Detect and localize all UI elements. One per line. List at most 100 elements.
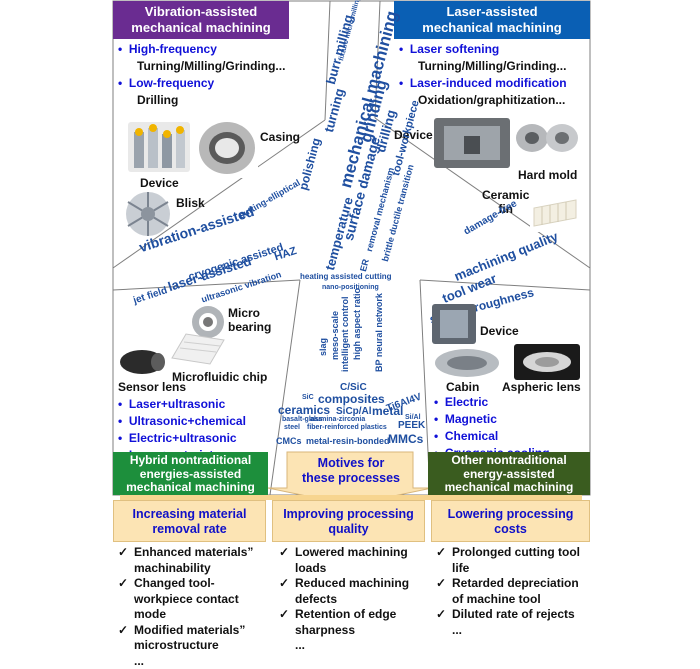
item-text: Retarded depreciation of machine tool — [452, 576, 579, 606]
check-icon: ✓ — [118, 623, 128, 639]
header-line: Other nontraditional — [428, 454, 590, 468]
other-device-photo — [432, 304, 476, 344]
header-line: Vibration-assisted — [113, 4, 289, 20]
check-icon: ✓ — [436, 576, 446, 592]
check-icon: ✓ — [279, 607, 289, 623]
item-detail: Turning/Milling/Grinding... — [399, 58, 567, 75]
item-label: Ultrasonic+chemical — [129, 414, 246, 428]
cloud-word: MMCs — [388, 432, 423, 446]
bullet: • — [118, 76, 122, 90]
micro-bearing-label: Micro bearing — [228, 306, 271, 334]
cabin-photo — [432, 346, 502, 380]
list-item: ✓ Prolonged cutting tool life — [436, 545, 590, 576]
list-item: ✓ Changed tool-workpiece contact mode — [118, 576, 266, 623]
item-detail: Drilling — [118, 92, 285, 109]
item-text: Diluted rate of rejects — [452, 607, 575, 621]
list-item: ... — [279, 638, 427, 654]
item-text: Lowered machining loads — [295, 545, 408, 575]
label-line: Micro — [228, 306, 271, 320]
sensor-lens-photo — [118, 344, 168, 380]
motive-list-quality: ✓ Lowered machining loads ✓ Reduced machin… — [279, 545, 427, 654]
check-icon: ✓ — [436, 545, 446, 561]
list-item: ... — [118, 654, 266, 669]
item-text: ... — [134, 654, 144, 668]
list-item: ✓ Lowered machining loads — [279, 545, 427, 576]
header-line: mechanical machining — [113, 20, 289, 36]
list-item: ✓Enhanced materials” machinability — [118, 545, 266, 576]
list-item: ✓ Reduced machining defects — [279, 576, 427, 607]
item-text: Enhanced materials” machinability — [134, 545, 253, 575]
cloud-word: ceramics — [278, 403, 330, 417]
header-line: Laser-assisted — [394, 4, 590, 20]
item-text: Reduced machining defects — [295, 576, 409, 606]
check-icon: ✓ — [279, 545, 289, 561]
label-line: bearing — [228, 320, 271, 334]
item-label: Electric+ultrasonic — [129, 431, 237, 445]
title-line: costs — [432, 522, 589, 537]
motive-list-mrr: ✓Enhanced materials” machinability ✓Chan… — [118, 545, 266, 669]
label-line: Ceramic — [482, 188, 529, 202]
list-item: ✓ Diluted rate of rejects — [436, 607, 590, 623]
label-line: these processes — [290, 471, 412, 486]
cabin-label: Cabin — [446, 380, 479, 394]
vibration-device-photo — [128, 122, 190, 172]
sensor-lens-label: Sensor lens — [118, 380, 186, 394]
cloud-word: slag — [318, 338, 328, 356]
bullet: • — [399, 76, 403, 90]
item-label: High-frequency — [129, 42, 217, 56]
item-detail: Turning/Milling/Grinding... — [118, 58, 285, 75]
device-label: Device — [140, 176, 179, 190]
cloud-word: steel — [284, 424, 300, 431]
bullet: • — [434, 395, 438, 409]
bullet: • — [118, 414, 122, 428]
bullet: • — [434, 412, 438, 426]
microfluidic-label: Microfluidic chip — [172, 370, 267, 384]
hard-mold-label: Hard mold — [518, 168, 577, 182]
aspheric-lens-photo — [514, 344, 580, 380]
list-item: ... — [436, 623, 590, 639]
item-label: Electric — [445, 395, 488, 409]
cloud-word: C/SiC — [340, 382, 367, 393]
cloud-word: BP neural network — [374, 293, 384, 372]
header-line: mechanical machining — [394, 20, 590, 36]
item-label: Laser-induced modification — [410, 76, 567, 90]
cloud-word: metal-resin-bonded — [306, 436, 390, 446]
hard-mold-photo — [514, 120, 580, 156]
cloud-word: basalt-glass — [282, 416, 322, 423]
check-icon: ✓ — [118, 576, 128, 592]
cloud-word: nano-positioning — [322, 284, 379, 291]
bullet: • — [118, 42, 122, 56]
header-line: mechanical machining — [113, 481, 268, 495]
check-icon: ✓ — [279, 576, 289, 592]
title-line: removal rate — [114, 522, 265, 537]
bullet: • — [118, 397, 122, 411]
laser-list: • Laser softening Turning/Milling/Grindi… — [399, 41, 567, 109]
laser-device-photo — [434, 118, 510, 168]
other-header: Other nontraditional energy-assisted mec… — [428, 452, 590, 495]
item-text: Prolonged cutting tool life — [452, 545, 580, 575]
title-line: Lowering processing — [432, 507, 589, 522]
item-text: ... — [452, 623, 462, 637]
cloud-word: CMCs — [276, 436, 302, 446]
ceramic-fin-photo — [530, 188, 580, 232]
motive-list-costs: ✓ Prolonged cutting tool life ✓ Retarded d… — [436, 545, 590, 638]
item-text: Changed tool-workpiece contact mode — [134, 576, 239, 621]
vibration-header: Vibration-assisted mechanical machining — [113, 1, 289, 39]
bullet: • — [399, 42, 403, 56]
header-line: energy-assisted — [428, 468, 590, 482]
item-text: ... — [295, 638, 305, 652]
bullet: • — [118, 431, 122, 445]
check-icon: ✓ — [436, 607, 446, 623]
cloud-word: Si/Al — [405, 414, 421, 421]
list-item: ✓Modified materials” microstructure — [118, 623, 266, 654]
blisk-label: Blisk — [176, 196, 205, 210]
aspheric-label: Aspheric lens — [502, 380, 581, 394]
vibration-list: • High-frequency Turning/Milling/Grindin… — [118, 41, 285, 109]
item-label: Laser softening — [410, 42, 499, 56]
motives-center-label: Motives for these processes — [290, 456, 412, 486]
bullet: • — [434, 429, 438, 443]
item-label: Magnetic — [445, 412, 497, 426]
cloud-word: intelligent control — [340, 297, 350, 373]
title-line: Improving processing — [273, 507, 424, 522]
header-line: energies-assisted — [113, 468, 268, 482]
